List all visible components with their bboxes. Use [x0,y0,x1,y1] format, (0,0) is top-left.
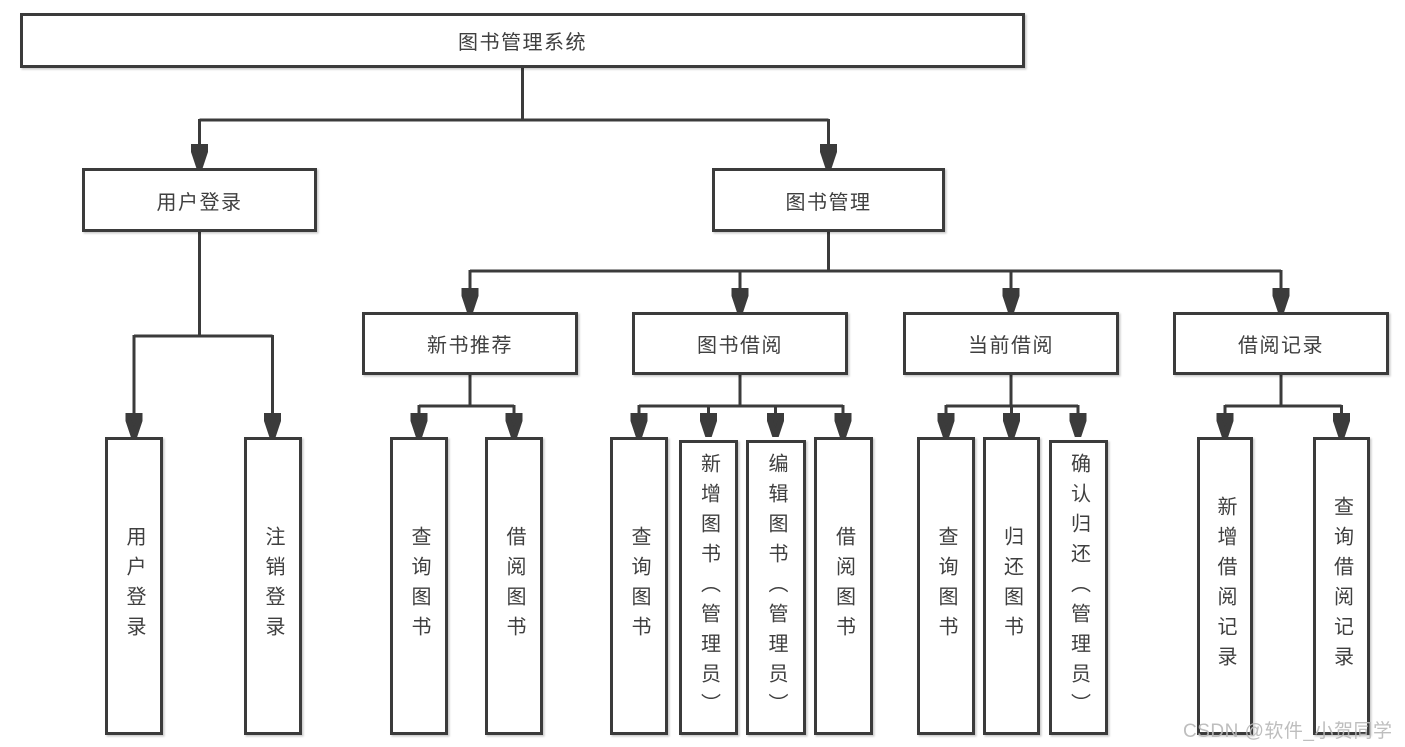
leaf-add-books-admin: 新增图书（管理员） [679,440,738,735]
leaf-return-books: 归还图书 [983,437,1040,735]
leaf-label: 查询图书 [408,526,430,646]
node-book-management: 图书管理 [712,168,945,232]
leaf-label: 确认归还（管理员） [1067,452,1090,723]
connector-user-login [134,230,273,338]
csdn-watermark: CSDN @软件_小贺同学 [1183,721,1393,742]
leaf-label: 查询图书 [628,526,650,646]
leaf-label: 借阅图书 [832,526,855,646]
node-current-borrow: 当前借阅 [903,312,1119,375]
leaf-edit-books-admin: 编辑图书（管理员） [746,440,806,735]
leaf-label: 查询图书 [935,526,957,646]
leaf-query-borrow-record: 查询借阅记录 [1313,437,1370,735]
node-label: 图书借阅 [697,335,783,357]
leaf-query-books-recommend: 查询图书 [390,437,448,735]
leaf-label: 新增借阅记录 [1214,496,1236,676]
leaf-label: 编辑图书（管理员） [765,452,787,723]
leaf-label: 归还图书 [1000,526,1023,646]
leaf-label: 注销登录 [262,526,284,646]
node-label: 新书推荐 [427,335,513,357]
node-borrow-records: 借阅记录 [1173,312,1389,375]
connector-book-borrow [639,373,843,408]
connector-new-book-recommend [419,373,514,408]
node-new-book-recommend: 新书推荐 [362,312,578,375]
leaf-label: 借阅图书 [503,526,525,646]
leaf-label: 用户登录 [123,526,145,646]
node-label: 当前借阅 [968,335,1054,357]
node-label: 借阅记录 [1238,335,1324,357]
node-root-system: 图书管理系统 [20,13,1025,68]
connector-root [199,66,829,122]
leaf-borrow-books: 借阅图书 [814,437,873,735]
leaf-add-borrow-record: 新增借阅记录 [1197,437,1253,735]
leaf-label: 查询借阅记录 [1330,496,1353,676]
leaf-label: 新增图书（管理员） [697,452,720,723]
connector-book-management [470,230,1281,273]
leaf-query-books-current: 查询图书 [917,437,975,735]
leaf-user-login: 用户登录 [105,437,163,735]
leaf-query-books-borrow: 查询图书 [610,437,668,735]
node-book-borrow: 图书借阅 [632,312,848,375]
node-label: 图书管理系统 [458,32,587,54]
leaf-confirm-return-admin: 确认归还（管理员） [1049,440,1108,735]
connector-borrow-records [1225,373,1342,408]
node-label: 用户登录 [156,191,243,214]
leaf-borrow-books-recommend: 借阅图书 [485,437,543,735]
node-label: 图书管理 [785,191,872,214]
connector-current-borrow [946,373,1078,408]
leaf-logout: 注销登录 [244,437,302,735]
node-user-login: 用户登录 [82,168,317,232]
